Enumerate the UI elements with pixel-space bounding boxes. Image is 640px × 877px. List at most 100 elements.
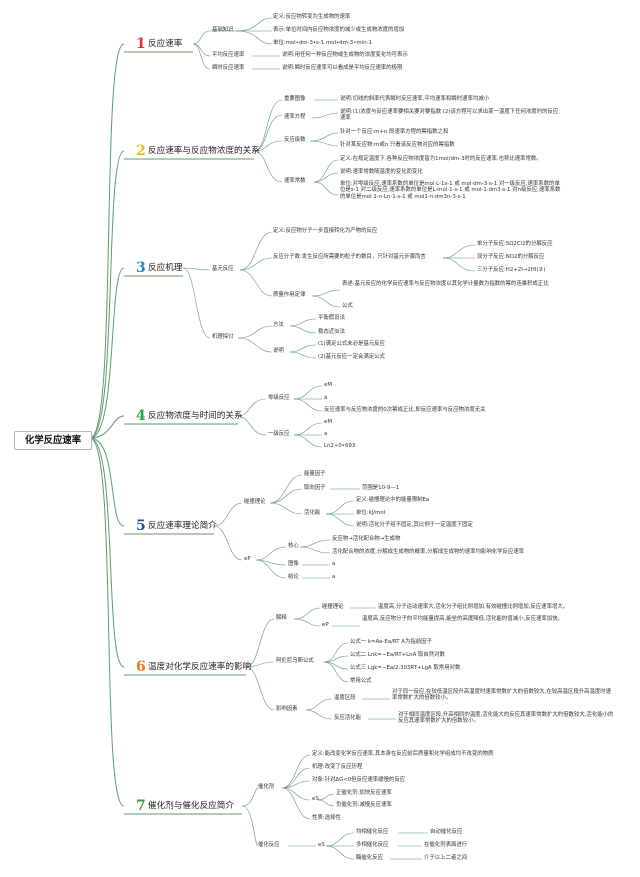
node-catalyst[interactable]: 催化剂 (258, 784, 275, 790)
section-title-1[interactable]: 反应速率 (148, 39, 183, 49)
node-positive-catalyst[interactable]: 正催化剂:加快反应速率 (336, 790, 392, 796)
node-temperature-range[interactable]: 温度区段 (334, 695, 356, 701)
node-energy-factor[interactable]: 能量因子 (304, 471, 326, 477)
node-rate-equation[interactable]: 速率方程 (284, 114, 306, 120)
section-title-7[interactable]: 催化剂与催化反应简介 (148, 801, 234, 811)
node-method[interactable]: 方法 (273, 322, 284, 328)
node-equilibrium-assumption[interactable]: 平衡假设法 (318, 315, 345, 321)
node-formula[interactable]: 公式 (342, 303, 353, 309)
node-zero-eM[interactable]: eM (324, 382, 332, 388)
section-title-2[interactable]: 反应速率与反应物浓度的关系 (148, 146, 260, 156)
node-core-2[interactable]: 活化配合物的浓度,分解成生成物的概率,分解成生成物的速率均影响化学反应速率 (332, 549, 525, 555)
node-rate-constant-def[interactable]: 定义:在规定温度下,各种反应物浓度皆为1mol/dm-3时的反应速率,也称比速率… (340, 156, 542, 162)
node-steady-state[interactable]: 稳态近似法 (318, 329, 345, 335)
node-catalyst-def[interactable]: 定义:能改变化学反应速率,其本身在反应前后质量和化学组成均不改变的物质 (312, 751, 494, 757)
node-arrhenius-f4[interactable]: 常用公式 (350, 678, 372, 684)
node-transition-state[interactable]: eP (244, 556, 251, 562)
node-core-1[interactable]: 反应物→活化配合物→生成物 (332, 536, 401, 542)
node-mass-action-desc[interactable]: 表述:基元反应的化学反应速率与反应物浓度以其化学计量数为指数的幂的连乘积成正比 (342, 281, 549, 287)
node-catalytic-eS[interactable]: eS (318, 842, 325, 848)
node-order-desc-2[interactable]: 针对某反应物:m或n 只看该反应物对应的幂指数 (340, 142, 455, 148)
node-expression[interactable]: 表示:单位时间内反应物浓度的减少或生成物浓度的增加 (273, 27, 405, 33)
node-elementary-reaction[interactable]: 基元反应 (212, 266, 234, 272)
node-negative-catalyst[interactable]: 负催化剂:减慢反应速率 (336, 802, 392, 808)
node-molecularity[interactable]: 反应分子数:发生反应所需要的粒子的数目，只针对基元步骤而言 (273, 254, 426, 260)
node-conclusion-value[interactable]: a (332, 574, 336, 580)
node-first-order[interactable]: 一级反应 (268, 431, 290, 437)
node-zero-a[interactable]: ä (324, 395, 328, 401)
node-explanation[interactable]: 说明 (273, 348, 284, 354)
node-unimolecular[interactable]: 单分子反应:SO2Cl2的分解反应 (477, 241, 553, 247)
node-rate-equation-desc[interactable]: 说明:(1)浓度与反应速率要相关要对要指数 (2)该方程可以求出某一温度下任何浓… (340, 109, 559, 122)
node-important-graph[interactable]: 重要图像 (284, 96, 306, 102)
node-arrhenius-f1[interactable]: 公式一 k=Ae-Ea/RT A为指前因子 (350, 639, 432, 645)
node-graph[interactable]: 图像 (288, 561, 299, 567)
section-title-5[interactable]: 反应速率理论简介 (148, 521, 217, 531)
node-enzyme[interactable]: 酶催化反应 (356, 855, 383, 861)
node-ea-unit[interactable]: 单位:kJ/mol (356, 510, 386, 516)
node-catalyst-mechanism[interactable]: 机理:改变了反应历程 (312, 764, 363, 770)
node-range[interactable]: 范围是10-9—1 (362, 485, 400, 491)
node-homogeneous-desc[interactable]: 自动催化反应 (430, 829, 463, 835)
node-activation-energy-6[interactable]: 反应活化能 (334, 715, 361, 721)
node-activation-energy[interactable]: 活化能 (304, 510, 321, 516)
node-first-eM[interactable]: eM (324, 419, 332, 425)
node-explain-2[interactable]: (2)基元反应一定会满足公式 (318, 354, 385, 360)
node-transition-desc-6[interactable]: 温度高,反应物分子的平均能量提高,能垒的高度降低,活化能的值减小,反应速率加快。 (362, 616, 563, 622)
node-order-desc-1[interactable]: 针对一个反应:m+n 即速率方程的幂指数之和 (340, 129, 449, 135)
node-first-a[interactable]: a (324, 431, 328, 437)
node-definition[interactable]: 定义:反应物转变为生成物的速率 (273, 14, 351, 20)
node-core[interactable]: 核心 (288, 543, 299, 549)
node-arrhenius-f2[interactable]: 公式二 Lnk=−Ea/RT+LnA 取自然对数 (350, 652, 445, 658)
node-basic-knowledge[interactable]: 基础知识 (212, 27, 234, 33)
node-temperature-range-desc[interactable]: 对于同一反应,在较低温区段升高温度时速率常数扩大的倍数较大,在较高温区段升高温度… (392, 689, 612, 702)
node-ea-def[interactable]: 定义:碰撞理论中的能量限制Ea (356, 497, 430, 503)
section-title-6[interactable]: 温度对化学反应速率的影响 (148, 662, 252, 672)
node-catalyst-eS[interactable]: eS (312, 796, 319, 802)
node-average-rate-desc[interactable]: 说明:用任何一种反应物或生成物的浓度变化均可表示 (282, 52, 408, 58)
node-first-half-life[interactable]: Ln2÷0•693 (324, 443, 356, 449)
node-collision-theory-6[interactable]: 碰撞理论 (322, 604, 344, 610)
node-heterogeneous-desc[interactable]: 在催化剂表面进行 (424, 842, 468, 848)
node-zero-order[interactable]: 零级反应 (268, 395, 290, 401)
node-catalyst-object[interactable]: 对象:针对ΔG<0但反应速率缓慢的反应 (312, 777, 406, 783)
node-rate-constant-unit[interactable]: 单位:对零级反应,速率系数的单位是mol·L-1s-1 或 mol·dm-3·s… (340, 181, 561, 200)
node-heterogeneous[interactable]: 多相催化反应 (356, 842, 389, 848)
node-homogeneous[interactable]: 均相催化反应 (356, 829, 389, 835)
node-selectivity[interactable]: 性质:选择性 (312, 815, 341, 821)
node-elementary-def[interactable]: 定义:反应物分子一步直接转化为产物的反应 (273, 228, 378, 234)
node-catalytic-reaction[interactable]: 催化反应 (258, 842, 280, 848)
node-termolecular[interactable]: 三分子反应:H2+2I→2HI(②) (477, 267, 546, 273)
node-average-rate[interactable]: 平均反应速率 (212, 52, 245, 58)
node-arrhenius-f3[interactable]: 公式三 Lgk=−Ea/2.303RT+LgA 取常用对数 (350, 665, 461, 671)
node-bimolecular[interactable]: 双分子反应:NO2的分解反应 (477, 254, 545, 260)
node-enzyme-desc[interactable]: 介于以上二者之间 (424, 855, 468, 861)
section-title-3[interactable]: 反应机理 (148, 263, 183, 273)
node-rate-constant[interactable]: 速率常数 (284, 178, 306, 184)
node-influencing-factors[interactable]: 影响因素 (276, 706, 298, 712)
node-mass-action-law[interactable]: 质量作用定律 (273, 292, 306, 298)
section-number-6: 6 (136, 659, 146, 675)
node-instant-rate[interactable]: 瞬时反应速率 (212, 65, 245, 71)
section-title-4[interactable]: 反应物浓度与时间的关系 (148, 411, 243, 421)
node-rate-constant-note[interactable]: 说明:速率常数随温度的变化而变化 (340, 169, 423, 175)
node-arrhenius[interactable]: 阿伦尼乌斯公式 (276, 658, 314, 664)
node-transition-state-6[interactable]: eP (322, 622, 329, 628)
node-zero-desc[interactable]: 反应速率与反应物浓度的0次幂成正比,即反应速率与反应物浓度无关 (324, 407, 486, 413)
node-reaction-order[interactable]: 反应级数 (284, 137, 306, 143)
section-number-5: 5 (136, 518, 146, 534)
node-collision-theory[interactable]: 碰撞理论 (244, 499, 266, 505)
node-ea-note[interactable]: 说明:活化分子组不固定,其比例于一定温度下固定 (356, 522, 473, 528)
node-activation-energy-desc-6[interactable]: 对于相同温度区段,升高相同的温度,活化能大的反应其速率常数扩大的倍数较大,活化能… (398, 712, 614, 725)
node-explain[interactable]: 解释 (276, 615, 287, 621)
node-unit[interactable]: 单位:mol•dm-3•s-1 mol•dm-3•min-1 (273, 40, 372, 46)
root-topic[interactable]: 化学反应速率 (14, 431, 92, 450)
node-important-graph-desc[interactable]: 说明:切线的斜率代表瞬时反应速率,平均速率和瞬时速率均减小 (340, 96, 490, 102)
node-mechanism-study[interactable]: 机理探讨 (212, 334, 234, 340)
node-instant-rate-desc[interactable]: 说明:瞬时反应速率可以看成是平均反应速率的极限 (282, 65, 403, 71)
node-conclusion[interactable]: 结论 (288, 574, 299, 580)
node-graph-value[interactable]: a (332, 561, 336, 567)
node-collision-desc-6[interactable]: 温度高,分子运动速率大,活化分子组比例增加,有效碰撞比例增加,反应速率增大。 (378, 604, 569, 610)
node-explain-1[interactable]: (1)满足公式未必是基元反应 (318, 341, 385, 347)
node-orientation-factor[interactable]: 取向因子 (304, 485, 326, 491)
